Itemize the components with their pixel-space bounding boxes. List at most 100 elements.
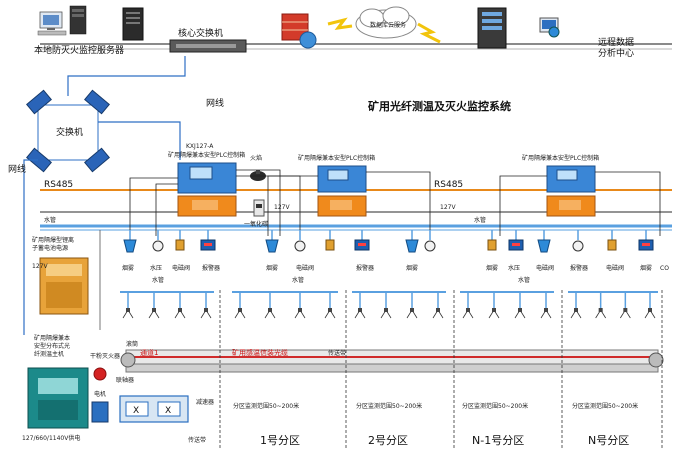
local-server-label: 本地防灭火监控服务器 — [34, 44, 124, 56]
switch-label: 交换机 — [56, 126, 83, 138]
solenoid-label-1: 电磁阀 — [172, 264, 190, 272]
zone-1-range: 分区监测范围50~200米 — [233, 402, 299, 410]
nozzle-head-icon — [623, 308, 628, 312]
nozzle-head-icon — [178, 308, 182, 312]
solenoid-label-2: 电磁阀 — [296, 264, 314, 272]
smoke-label-2: 烟雾 — [266, 264, 278, 272]
nozzle-head-icon — [518, 308, 522, 312]
flame-sensor-icon — [250, 170, 266, 181]
solenoid-valve-icon — [175, 239, 185, 251]
co-short-label: CO — [660, 265, 669, 272]
nozzle-head-icon — [492, 308, 496, 312]
fiber-host-label-3: 纤测温主机 — [34, 350, 64, 358]
remote-computer-icon — [539, 17, 560, 38]
water-pipe-label-right: 水管 — [474, 216, 486, 224]
extinguisher-label: 干粉灭火器 — [90, 352, 120, 360]
nozzle-head-icon — [204, 308, 208, 312]
nozzle-head-icon — [436, 308, 440, 312]
smoke-sensor-icon — [123, 239, 137, 253]
nozzle-head-icon — [410, 308, 414, 312]
alarm-label-2: 报警器 — [356, 264, 374, 272]
cable-label: 矿用感温信装光缆 — [232, 348, 288, 357]
firewall-icon — [281, 13, 317, 49]
smoke-sensor-icon — [265, 239, 279, 253]
lightning-icon-2 — [417, 22, 441, 44]
solenoid-valve-icon — [325, 239, 335, 251]
pressure-gauge-icon — [424, 240, 436, 252]
rs485-label-left: RS485 — [44, 180, 73, 190]
plc-wiring — [129, 169, 661, 236]
water-pipe-label-4: 水管 — [518, 276, 530, 284]
battery-label-2: 子蓄电池电源 — [32, 244, 68, 252]
nozzle-head-icon — [384, 308, 388, 312]
network-link-left — [23, 159, 38, 335]
v127-label-left: 127V — [274, 204, 290, 211]
cloud-icon — [355, 6, 417, 39]
network-link-plc — [98, 121, 181, 160]
alarm-light-icon — [204, 243, 212, 246]
reducer-icon — [119, 395, 189, 423]
nozzle-head-icon — [598, 308, 603, 312]
plc-controller-3 — [546, 165, 596, 217]
nozzle-head-icon — [298, 308, 302, 312]
alarm-light-icon — [642, 243, 650, 246]
nozzle-head-icon — [328, 308, 332, 312]
conveyor-belt — [120, 349, 664, 373]
belt-bottom-label: 传送带 — [188, 436, 206, 444]
alarm-light-icon — [358, 243, 366, 246]
core-switch-icon — [169, 39, 247, 53]
fiber-host-label-2: 安型分布式光 — [34, 342, 70, 350]
nozzle-head-icon — [466, 308, 470, 312]
remote-server-rack-icon — [477, 7, 507, 49]
plc-controller-2 — [317, 165, 367, 217]
zone-3-name: N-1号分区 — [472, 434, 524, 447]
motor-label: 电机 — [94, 390, 106, 398]
alarm-light-icon — [512, 243, 520, 246]
plc-name-label-2: 矿用隔爆兼本安型PLC控制箱 — [298, 154, 375, 162]
fiber-host-icon — [27, 367, 89, 429]
nozzle-head-icon — [648, 308, 652, 312]
local-server-computer-icon — [37, 5, 87, 36]
plc-name-label-3: 矿用隔爆兼本安型PLC控制箱 — [522, 154, 599, 162]
core-switch-label: 核心交换机 — [178, 27, 223, 39]
water-pipe-label-left: 水管 — [44, 216, 56, 224]
diagram-title: 矿用光纤测温及灭火监控系统 — [368, 99, 511, 113]
nozzle-head-icon — [238, 308, 242, 312]
alarm-label-4: 报警器 — [570, 264, 588, 272]
co-sensor-icon — [253, 199, 265, 217]
gear-x1: X — [133, 406, 139, 416]
solenoid-valve-icon — [607, 239, 617, 251]
pressure-gauge-icon — [294, 240, 306, 252]
smoke-label-5: 烟雾 — [640, 264, 652, 272]
net-line-label-1: 网线 — [206, 97, 224, 109]
network-link-top — [67, 56, 186, 96]
smoke-label-1: 烟雾 — [122, 264, 134, 272]
voltage-label: 127/660/1140V供电 — [22, 434, 80, 442]
remote-center-label-2: 分析中心 — [598, 47, 634, 59]
water-pressure-label-1: 水压 — [150, 264, 162, 272]
server-tower-icon — [122, 7, 144, 41]
reducer-label: 减速器 — [196, 398, 214, 406]
channel-label: 通道1 — [140, 348, 158, 357]
nozzle-head-icon — [126, 308, 130, 312]
v127-label-right: 127V — [440, 204, 456, 211]
alarm-label-1: 报警器 — [202, 264, 220, 272]
smoke-label-4: 烟雾 — [486, 264, 498, 272]
solenoid-label-5: 电磁阀 — [606, 264, 624, 272]
solenoid-label-4: 电磁阀 — [536, 264, 554, 272]
water-pressure-label-4: 水压 — [508, 264, 520, 272]
plc-name-label-1: 矿用隔爆兼本安型PLC控制箱 — [168, 151, 245, 159]
nozzle-head-icon — [544, 308, 548, 312]
nozzle-head-icon — [268, 308, 272, 312]
motor-icon — [91, 401, 109, 423]
nozzle-head-icon — [358, 308, 362, 312]
net-line-label-2: 网线 — [8, 163, 26, 175]
water-pipe-label-1: 水管 — [152, 276, 164, 284]
zone-1-name: 1号分区 — [260, 434, 300, 447]
fiber-host-label-1: 矿用隔爆兼本 — [34, 334, 70, 342]
plc-model-label: KXJ127-A — [186, 143, 214, 150]
zone-4-range: 分区监测范围50~200米 — [572, 402, 638, 410]
extinguisher-icon — [93, 367, 107, 381]
